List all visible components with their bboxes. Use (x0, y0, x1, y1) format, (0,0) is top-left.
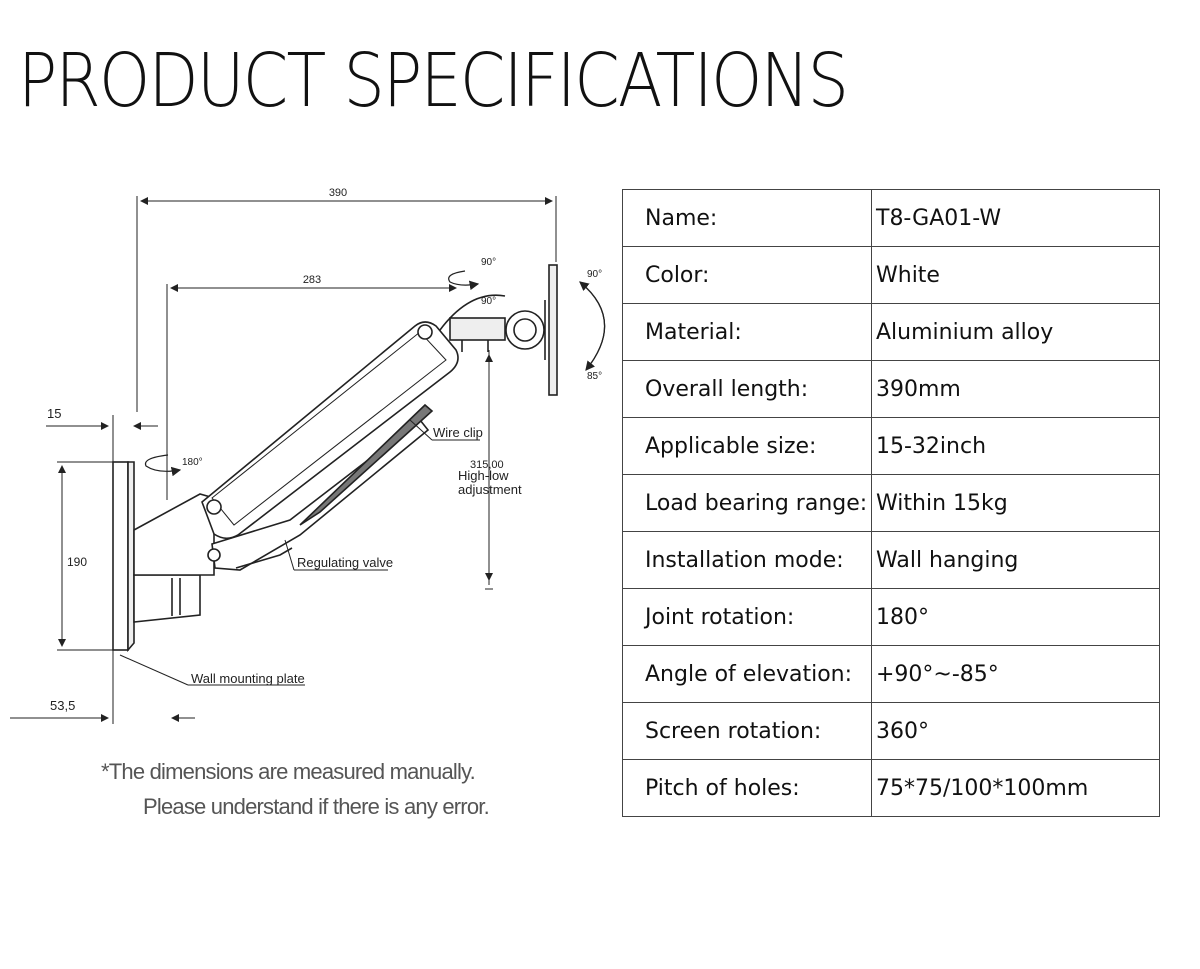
disclaimer-line-2: Please understand if there is any error. (143, 794, 490, 819)
dimension-depth-label: 53,5 (50, 698, 75, 713)
spec-value: Wall hanging (871, 531, 1160, 589)
rotation-arrows (144, 270, 606, 477)
angle-top-swivel: 90° (481, 257, 496, 268)
table-row: Pitch of holes:75*75/100*100mm (622, 759, 1160, 817)
disclaimer-line-1: *The dimensions are measured manually. (101, 759, 476, 784)
table-row: Angle of elevation:+90°~-85° (622, 645, 1160, 703)
spec-value: +90°~-85° (871, 645, 1160, 703)
spec-value: 180° (871, 588, 1160, 646)
spec-value: Aluminium alloy (871, 303, 1160, 361)
lower-arm (211, 403, 434, 571)
table-row: Load bearing range:Within 15kg (622, 474, 1160, 532)
table-row: Name:T8-GA01-W (622, 189, 1160, 247)
callout-lines (119, 419, 480, 686)
table-row: Joint rotation:180° (622, 588, 1160, 646)
monitor-arm-diagram: 390 283 15 190 53,5 (10, 187, 606, 724)
base-bracket (133, 493, 215, 623)
label-wall-plate: Wall mounting plate (191, 671, 305, 686)
spec-value: T8-GA01-W (871, 189, 1160, 247)
label-wire-clip: Wire clip (433, 425, 483, 440)
table-row: Overall length:390mm (622, 360, 1160, 418)
height-adjust-caption-1: High-low (458, 468, 509, 483)
spec-key: Screen rotation: (622, 702, 872, 760)
dimension-thickness-label: 15 (47, 406, 61, 421)
dimension-overall-length (136, 196, 557, 412)
spec-value: 75*75/100*100mm (871, 759, 1160, 817)
spec-key: Joint rotation: (622, 588, 872, 646)
label-regulating-valve: Regulating valve (297, 555, 393, 570)
table-row: Color:White (622, 246, 1160, 304)
spec-key: Applicable size: (622, 417, 872, 475)
angle-tilt-down: 85° (587, 371, 602, 382)
table-row: Installation mode:Wall hanging (622, 531, 1160, 589)
height-adjust-value: 315,00 (470, 459, 504, 471)
spec-key: Material: (622, 303, 872, 361)
spec-value: 360° (871, 702, 1160, 760)
table-row: Screen rotation:360° (622, 702, 1160, 760)
spec-value: Within 15kg (871, 474, 1160, 532)
spec-key: Installation mode: (622, 531, 872, 589)
spec-value: 390mm (871, 360, 1160, 418)
spec-key: Overall length: (622, 360, 872, 418)
dimension-height-adjust (485, 350, 493, 590)
angle-mid-swivel: 90° (481, 296, 496, 307)
spec-key: Name: (622, 189, 872, 247)
height-adjust-caption-2: adjustment (458, 482, 522, 497)
dimension-arm-label: 283 (303, 274, 321, 286)
table-row: Applicable size:15-32inch (622, 417, 1160, 475)
table-row: Material:Aluminium alloy (622, 303, 1160, 361)
dimension-height-label: 190 (67, 555, 87, 569)
spec-value: 15-32inch (871, 417, 1160, 475)
dimension-overall-label: 390 (329, 187, 347, 199)
angle-tilt-up: 90° (587, 269, 602, 280)
page-title: PRODUCT SPECIFICATIONS (18, 38, 849, 124)
angle-base-swivel: 180° (182, 457, 203, 468)
spec-key: Color: (622, 246, 872, 304)
wall-mounting-plate (112, 461, 135, 653)
specifications-table: Name:T8-GA01-W Color:White Material:Alum… (622, 189, 1160, 817)
spec-value: White (871, 246, 1160, 304)
spec-key: Load bearing range: (622, 474, 872, 532)
dimension-arm-length (166, 284, 457, 500)
vesa-head (439, 264, 558, 396)
spec-key: Angle of elevation: (622, 645, 872, 703)
spec-key: Pitch of holes: (622, 759, 872, 817)
gas-spring-arm (201, 321, 459, 569)
